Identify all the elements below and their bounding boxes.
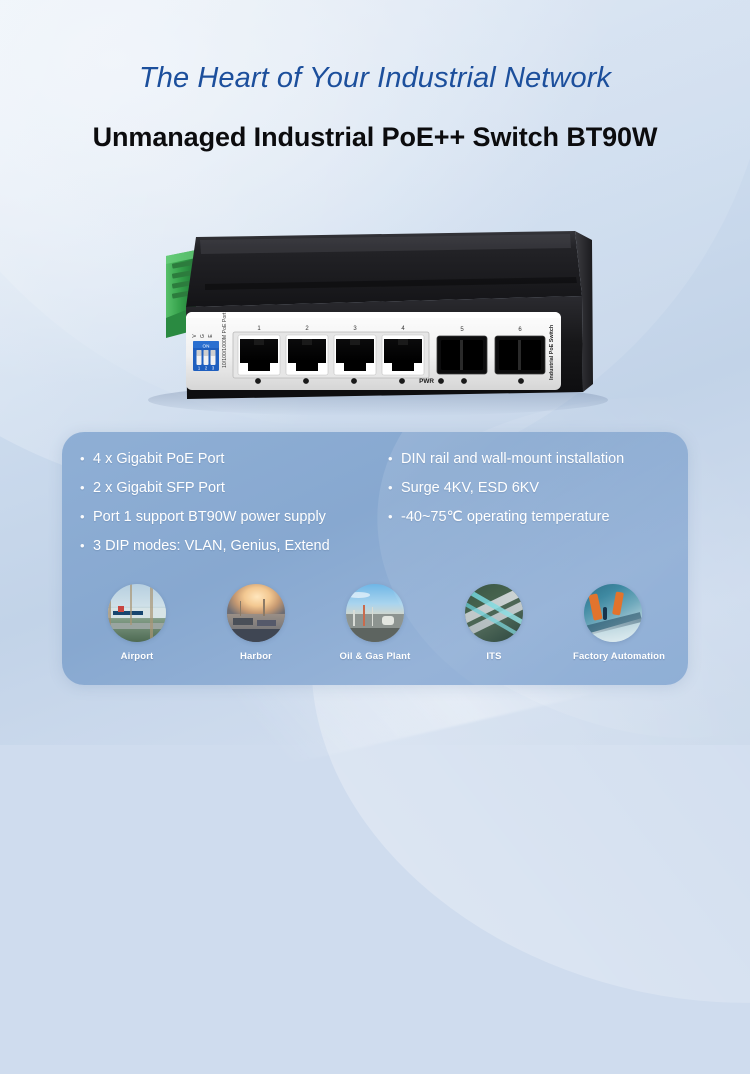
application-icons-row: Airport Harbor Oil & Gas Plant ITS bbox=[62, 584, 688, 662]
feature-text: 4 x Gigabit PoE Port bbox=[93, 451, 225, 467]
svg-text:3: 3 bbox=[353, 326, 357, 332]
svg-text:4: 4 bbox=[401, 326, 405, 332]
feature-column-right: • DIN rail and wall-mount installation •… bbox=[384, 445, 684, 561]
application-label: ITS bbox=[486, 651, 502, 662]
bullet-icon: • bbox=[388, 509, 393, 524]
oil-gas-plant-photo-icon bbox=[346, 584, 404, 642]
feature-item: • 4 x Gigabit PoE Port bbox=[80, 445, 384, 474]
application-label: Oil & Gas Plant bbox=[339, 651, 411, 662]
svg-text:2: 2 bbox=[205, 366, 208, 371]
rj45-port-3 bbox=[333, 334, 377, 376]
application-label: Harbor bbox=[239, 651, 273, 662]
sfp-port-6 bbox=[494, 335, 546, 375]
feature-item: • 3 DIP modes: VLAN, Genius, Extend bbox=[80, 532, 384, 561]
its-photo-icon bbox=[465, 584, 523, 642]
dip-label-v: V bbox=[192, 334, 198, 338]
application-item-its: ITS bbox=[454, 584, 534, 662]
svg-text:5: 5 bbox=[460, 327, 464, 333]
device-side-face bbox=[575, 231, 593, 392]
rj45-port-bank bbox=[232, 331, 430, 379]
sfp-port-5 bbox=[436, 335, 488, 375]
feature-text: 2 x Gigabit SFP Port bbox=[93, 480, 225, 496]
svg-text:6: 6 bbox=[518, 327, 522, 333]
bullet-icon: • bbox=[80, 480, 85, 495]
tagline: The Heart of Your Industrial Network bbox=[138, 62, 612, 94]
application-item-factory-automation: Factory Automation bbox=[573, 584, 666, 662]
bullet-icon: • bbox=[80, 509, 85, 524]
product-title: Unmanaged Industrial PoE++ Switch BT90W bbox=[92, 122, 658, 152]
airport-photo-icon bbox=[108, 584, 166, 642]
application-item-oil-gas-plant: Oil & Gas Plant bbox=[335, 584, 415, 662]
bullet-icon: • bbox=[80, 451, 85, 466]
feature-columns: • 4 x Gigabit PoE Port • 2 x Gigabit SFP… bbox=[62, 445, 688, 561]
factory-automation-photo-icon bbox=[584, 584, 642, 642]
feature-text: 3 DIP modes: VLAN, Genius, Extend bbox=[93, 538, 330, 554]
application-item-harbor: Harbor bbox=[216, 584, 296, 662]
dip-label-g: G bbox=[200, 334, 206, 338]
bullet-icon: • bbox=[388, 480, 393, 495]
rj45-ports bbox=[237, 334, 425, 376]
application-label: Factory Automation bbox=[573, 651, 666, 662]
svg-text:1: 1 bbox=[198, 366, 201, 371]
application-item-airport: Airport bbox=[97, 584, 177, 662]
harbor-photo-icon bbox=[227, 584, 285, 642]
svg-text:3: 3 bbox=[212, 366, 215, 371]
feature-panel: • 4 x Gigabit PoE Port • 2 x Gigabit SFP… bbox=[62, 432, 688, 685]
plate-left-label: 10/100/1000M PoE Port bbox=[222, 312, 228, 368]
feature-item: • Port 1 support BT90W power supply bbox=[80, 503, 384, 532]
rj45-port-4 bbox=[381, 334, 425, 376]
plate-right-label: Industrial PoE Switch bbox=[549, 325, 555, 380]
application-label: Airport bbox=[120, 651, 154, 662]
rj45-port-numbers: 1 2 3 4 bbox=[257, 326, 405, 332]
sfp-port-numbers: 5 6 bbox=[460, 327, 522, 333]
feature-item: • -40~75℃ operating temperature bbox=[388, 503, 684, 532]
dip-label-e: E bbox=[208, 334, 214, 338]
feature-item: • Surge 4KV, ESD 6KV bbox=[388, 474, 684, 503]
svg-text:2: 2 bbox=[305, 326, 309, 332]
rj45-port-1 bbox=[237, 334, 281, 376]
pwr-label: PWR bbox=[419, 378, 434, 385]
led-indicators bbox=[255, 378, 524, 384]
feature-column-left: • 4 x Gigabit PoE Port • 2 x Gigabit SFP… bbox=[62, 445, 384, 561]
bullet-icon: • bbox=[80, 538, 85, 553]
feature-text: Surge 4KV, ESD 6KV bbox=[401, 480, 540, 496]
dip-on-label: ON bbox=[203, 344, 210, 349]
rj45-port-2 bbox=[285, 334, 329, 376]
device-top-face bbox=[186, 231, 582, 307]
feature-item: • 2 x Gigabit SFP Port bbox=[80, 474, 384, 503]
sfp-ports bbox=[436, 335, 546, 375]
feature-text: Port 1 support BT90W power supply bbox=[93, 509, 326, 525]
bullet-icon: • bbox=[388, 451, 393, 466]
svg-text:1: 1 bbox=[257, 326, 261, 332]
feature-text: -40~75℃ operating temperature bbox=[401, 509, 610, 525]
feature-text: DIN rail and wall-mount installation bbox=[401, 451, 625, 467]
feature-item: • DIN rail and wall-mount installation bbox=[388, 445, 684, 474]
